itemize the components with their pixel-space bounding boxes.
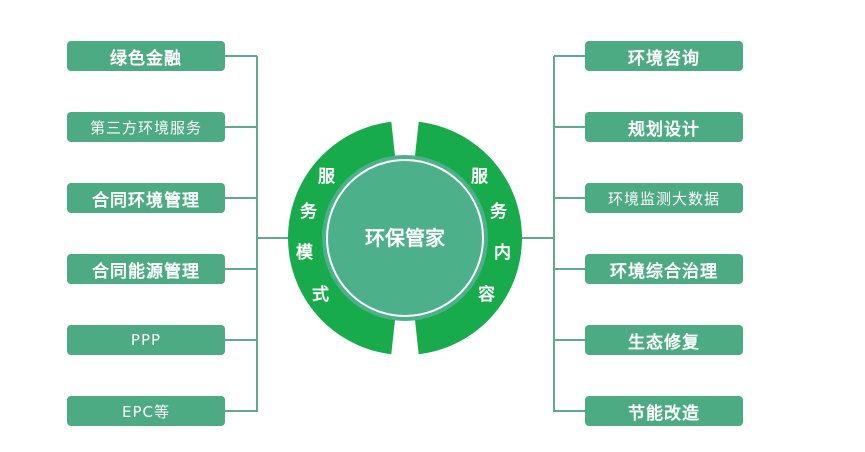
arc-char-right: 务 [490,202,507,222]
left-item-box: 合同环境管理 [67,183,225,213]
left-connector-line [225,126,257,128]
left-connector-line [225,410,257,412]
left-branch-line [256,237,296,239]
left-connector-line [225,339,257,341]
arc-char-right: 容 [478,285,495,305]
top-gap [390,110,420,165]
left-trunk-line [256,56,258,412]
right-connector-line [554,197,585,199]
arc-char-left: 模 [296,243,313,263]
left-connector-line [225,55,257,57]
right-connector-line [554,268,585,270]
right-connector-line [554,55,585,57]
arc-char-right: 服 [471,167,488,187]
arc-char-left: 务 [300,202,317,222]
right-item-box: 环境监测大数据 [585,183,743,213]
right-connector-line [554,410,585,412]
arc-char-left: 式 [312,285,329,305]
core-ring-line [326,159,484,317]
hub-title: 环保管家 [365,226,445,250]
right-connector-line [554,126,585,128]
left-item-box: 合同能源管理 [67,254,225,284]
left-connector-line [225,268,257,270]
right-trunk-line [553,56,555,412]
right-branch-line [515,237,555,239]
right-item-box: 节能改造 [585,396,743,426]
bottom-gap [390,311,420,366]
right-item-box: 环境咨询 [585,41,743,71]
left-item-box: PPP [67,325,225,355]
right-item-box: 环境综合治理 [585,254,743,284]
right-item-box: 生态修复 [585,325,743,355]
left-item-box: 绿色金融 [67,41,225,71]
right-connector-line [554,339,585,341]
arc-char-right: 内 [494,243,511,263]
arc-char-left: 服 [318,167,335,187]
left-item-box: 第三方环境服务 [67,112,225,142]
left-item-box: EPC等 [67,396,225,426]
right-item-box: 规划设计 [585,112,743,142]
core-circle [322,155,488,321]
left-connector-line [225,197,257,199]
